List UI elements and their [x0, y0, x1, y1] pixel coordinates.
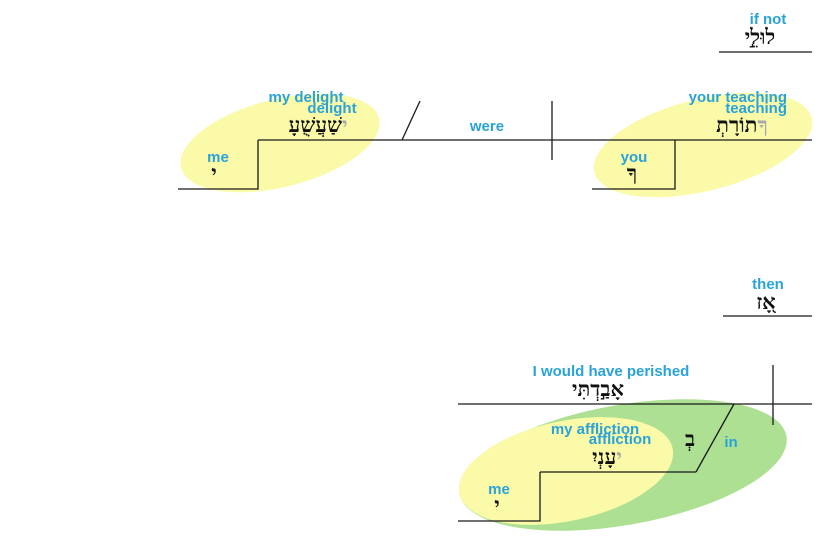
- subject-hebrew-suffix: ךָ: [757, 112, 767, 137]
- object-gloss-word: affliction: [589, 431, 652, 448]
- predicate-hebrew-stem: שַׁעֲשֻׁעָ: [288, 112, 342, 137]
- subject-possessor-gloss: you: [621, 149, 648, 166]
- predicate-gloss: my delight: [268, 89, 343, 106]
- predicate-possessor-gloss: me: [207, 149, 229, 166]
- prep-hebrew: בְ: [685, 426, 695, 451]
- verb2-hebrew: אָבַ֣דְתִּי: [572, 376, 624, 401]
- object-hebrew-suffix: י: [616, 444, 622, 469]
- highlight-predicate: [180, 93, 380, 193]
- prep-gloss: in: [724, 434, 737, 451]
- conj1-gloss: if not: [750, 11, 787, 28]
- predicate-possessor-hebrew: י: [211, 160, 217, 185]
- predicate-hebrew-suffix: י: [342, 112, 348, 137]
- conj2-gloss: then: [752, 276, 784, 293]
- object-gloss: my affliction: [551, 421, 639, 438]
- predicate-hebrew: ישַׁעֲשֻׁעָ: [288, 112, 347, 137]
- object-possessor-gloss: me: [488, 481, 510, 498]
- clause1-predicate-possessor-step: [178, 140, 259, 190]
- subject-gloss-word: teaching: [725, 100, 787, 117]
- highlight-object: [458, 417, 674, 525]
- verb2-gloss: I would have perished: [533, 363, 690, 380]
- subject-possessor-hebrew: ךָ: [627, 160, 637, 185]
- clause2-object-possessor-step: [458, 472, 541, 522]
- clause1-predicate-slash: [401, 100, 421, 141]
- subject-hebrew: ךָתוֹרָתְ: [716, 112, 768, 137]
- object-hebrew-stem: עָנְיִ: [592, 444, 616, 469]
- subject-hebrew-stem: תוֹרָתְ: [716, 112, 757, 137]
- conj1-hebrew: לוּלֵ֣י: [745, 24, 776, 49]
- predicate-gloss-word: delight: [307, 100, 356, 117]
- clause2-prep-slant: [695, 403, 735, 473]
- highlight-subject: [593, 92, 813, 198]
- object-possessor-hebrew: י: [494, 492, 500, 517]
- clause1-subject-possessor-step: [592, 140, 676, 190]
- object-hebrew: יעָנְיִ: [592, 444, 622, 469]
- subject-gloss: your teaching: [689, 89, 787, 106]
- verb-gloss: were: [469, 118, 504, 135]
- conj2-hebrew: אָ֭ז: [756, 289, 776, 314]
